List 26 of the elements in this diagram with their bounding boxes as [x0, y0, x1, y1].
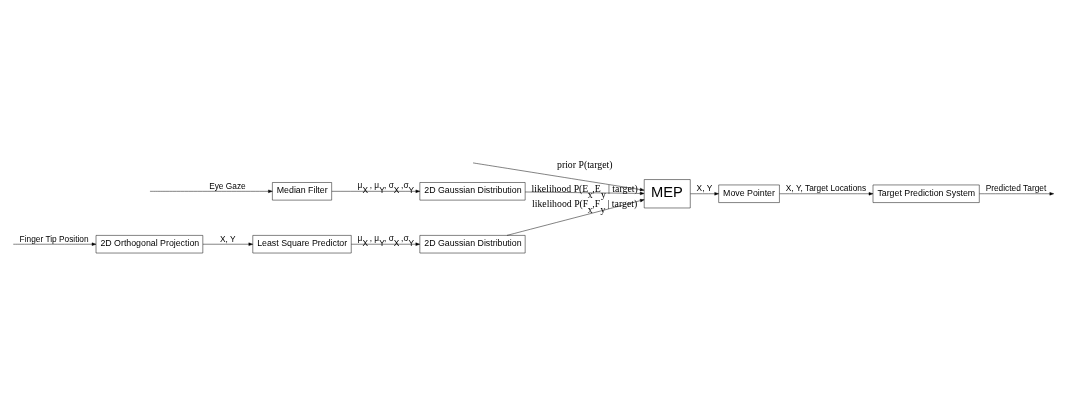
edge-label: Finger Tip Position	[19, 233, 89, 244]
arrow	[202, 242, 253, 246]
arrow	[331, 189, 421, 193]
arrow	[472, 162, 645, 195]
arrow	[351, 242, 420, 246]
arrow	[13, 242, 97, 246]
arrow	[149, 189, 273, 193]
arrow	[779, 191, 874, 195]
edge-label: Predicted Target	[985, 182, 1047, 193]
node-box: MEP	[643, 178, 691, 208]
node-box: 2D Gaussian Distribution	[419, 181, 526, 200]
edge-label: X, Y, Target Locations	[785, 182, 867, 193]
node-box: 2D Gaussian Distribution	[419, 234, 526, 253]
edge-label: X, Y	[219, 233, 236, 244]
arrow	[524, 187, 645, 195]
node-box: 2D Orthogonal Projection	[95, 234, 204, 253]
node-box: Move Pointer	[718, 184, 780, 203]
edge-label: Eye Gaze	[209, 180, 246, 191]
edge-label: X, Y	[696, 182, 713, 193]
arrow	[506, 198, 645, 236]
node-box: Median Filter	[272, 181, 332, 200]
node-box: Least Square Predictor	[252, 234, 352, 253]
edge-label: prior P(target)	[557, 158, 613, 170]
node-box: Target Prediction System	[872, 184, 980, 203]
arrow	[979, 191, 1054, 195]
arrow	[690, 191, 719, 195]
